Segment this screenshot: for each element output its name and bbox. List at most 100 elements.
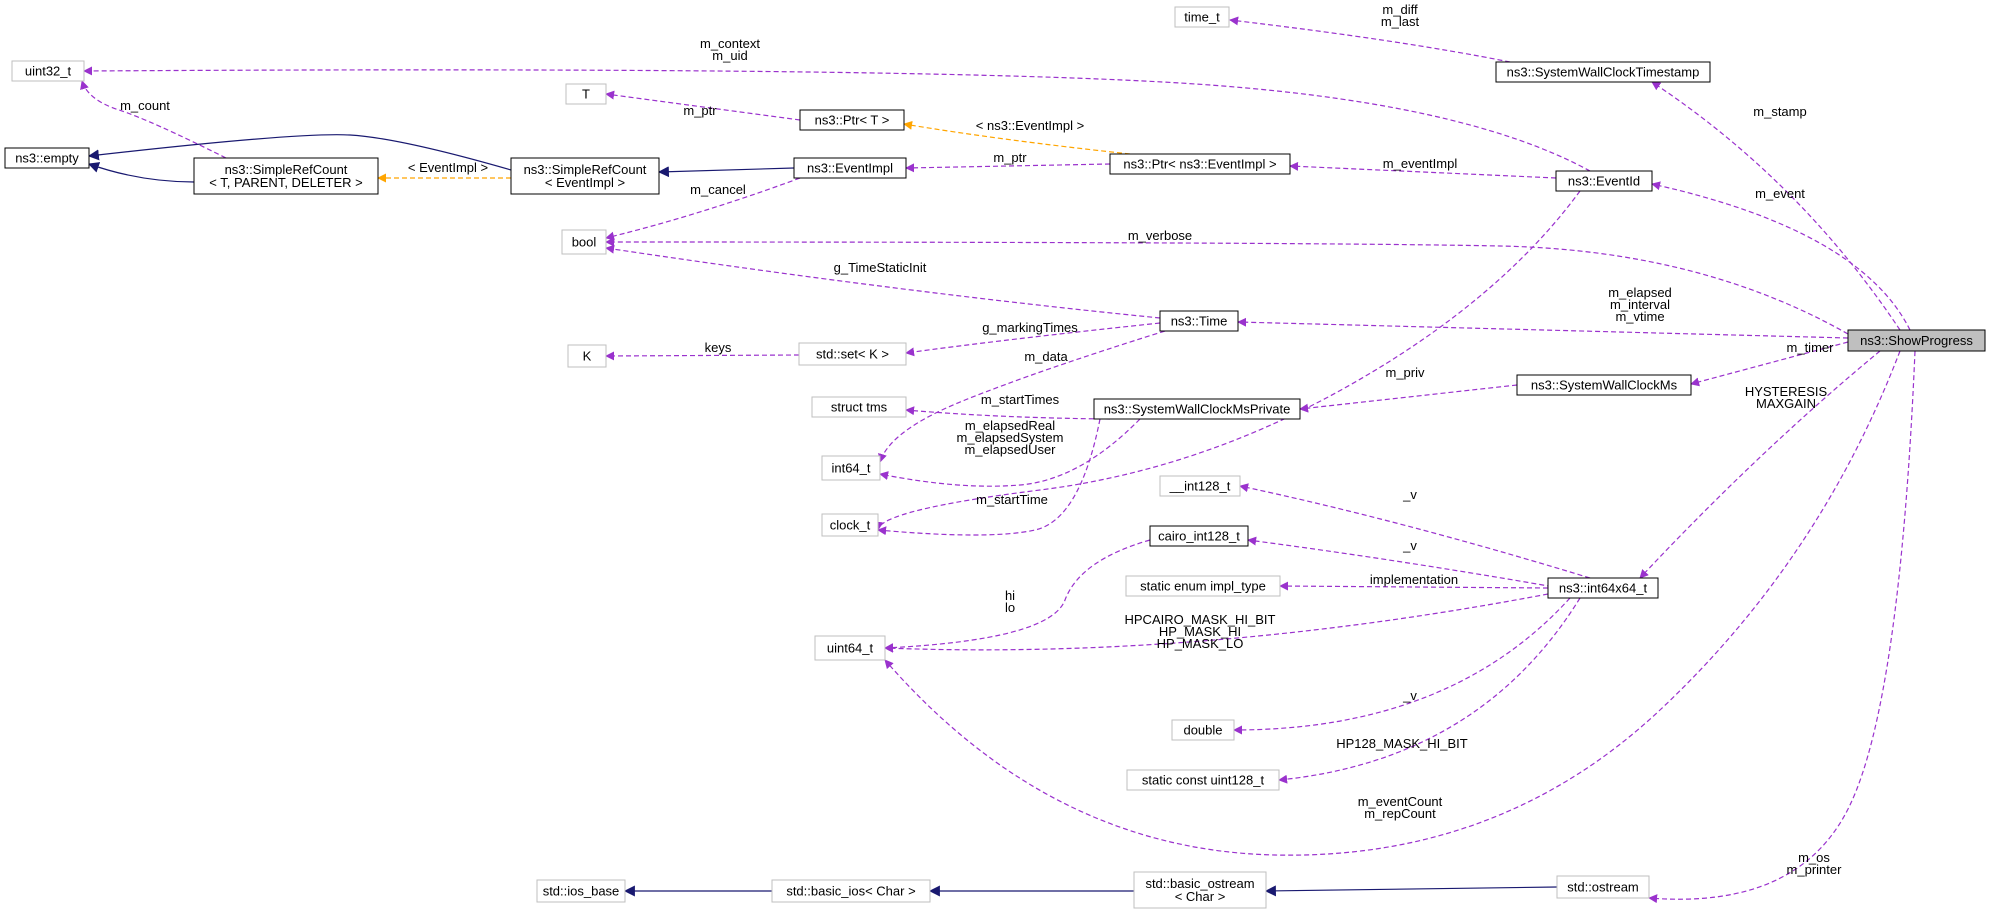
edge-label: m_startTime: [976, 492, 1048, 507]
edge-impl: [1279, 581, 1549, 591]
node-box: [1555, 170, 1653, 192]
edge-mptr: [905, 163, 1111, 173]
node-int64x64[interactable]: ns3::int64x64_t: [1547, 577, 1659, 599]
node-eventid[interactable]: ns3::EventId: [1555, 170, 1653, 192]
node-enum: static enum impl_type: [1125, 575, 1281, 597]
node-ptr-evt[interactable]: ns3::Ptr< ns3::EventImpl >: [1109, 153, 1291, 175]
node-box: [799, 109, 905, 131]
edge-label: m_vtime: [1615, 309, 1664, 324]
node-T: T: [565, 83, 607, 105]
edge-label: HPCAIRO_MASK_HI_BIT: [1125, 612, 1276, 627]
edge-label: m_stamp: [1753, 104, 1806, 119]
edge-v-int128: [1239, 483, 1591, 579]
node-label: std::basic_ostream: [1145, 876, 1254, 891]
node-label: K: [583, 349, 592, 364]
node-box: [1093, 398, 1301, 420]
node-label: ns3::int64x64_t: [1559, 581, 1648, 596]
node-ostream: std::ostream: [1556, 875, 1650, 899]
node-label: bool: [572, 235, 597, 250]
edge-mcancel: [605, 177, 801, 241]
node-box: [567, 344, 607, 368]
node-box: [1516, 374, 1692, 396]
node-label: ns3::Ptr< ns3::EventImpl >: [1123, 157, 1276, 172]
node-ns3time[interactable]: ns3::Time: [1159, 310, 1239, 332]
edge-v-double: [1233, 597, 1571, 735]
node-structtms: struct tms: [811, 396, 907, 418]
edge-label: HP128_MASK_HI_BIT: [1336, 736, 1468, 751]
edge-mos: [1648, 350, 1916, 904]
node-label: std::ios_base: [543, 884, 620, 899]
node-label: uint64_t: [827, 641, 874, 656]
node-label: ns3::SystemWallClockMsPrivate: [1104, 402, 1291, 417]
node-label: __int128_t: [1169, 479, 1231, 494]
edge-mts: [874, 190, 1581, 531]
node-empty[interactable]: ns3::empty: [4, 147, 90, 169]
edge-label: _v: [1402, 487, 1417, 502]
node-ios-base: std::ios_base: [536, 879, 626, 903]
node-src-tpl[interactable]: ns3::SimpleRefCount< T, PARENT, DELETER …: [193, 157, 379, 195]
node-uint64: uint64_t: [814, 635, 886, 661]
node-swct[interactable]: ns3::SystemWallClockTimestamp: [1495, 61, 1711, 83]
edge-mptrT: [605, 90, 801, 121]
edge-label: m_os: [1798, 850, 1830, 865]
node-swcmp[interactable]: ns3::SystemWallClockMsPrivate: [1093, 398, 1301, 420]
edge-label: m_eventCount: [1358, 794, 1443, 809]
node-box: [561, 229, 607, 255]
edge-inh-empty-1: [87, 134, 512, 171]
node-K: K: [567, 344, 607, 368]
node-label: ns3::Ptr< T >: [815, 113, 890, 128]
edge-keys: [605, 351, 800, 361]
node-box: [771, 879, 931, 903]
edge-label: m_diff: [1382, 2, 1418, 17]
node-swcm[interactable]: ns3::SystemWallClockMs: [1516, 374, 1692, 396]
node-set-K: std::set< K >: [798, 342, 907, 366]
edge-label: lo: [1005, 600, 1015, 615]
node-box: [536, 879, 626, 903]
edge-label: m_printer: [1787, 862, 1843, 877]
node-box: [814, 635, 886, 661]
node-ptr-T[interactable]: ns3::Ptr< T >: [799, 109, 905, 131]
edge-label: m_data: [1024, 349, 1068, 364]
edge-label: g_markingTimes: [982, 320, 1078, 335]
node-bool: bool: [561, 229, 607, 255]
edge-label: m_context: [700, 36, 760, 51]
edge-label: HYSTERESIS: [1745, 384, 1828, 399]
edge-gtsi: [605, 244, 1161, 319]
edge-mstarttime: [877, 418, 1101, 536]
node-basic-ostream: std::basic_ostream< Char >: [1133, 871, 1267, 909]
node-label: std::ostream: [1567, 880, 1639, 895]
edges-layer: [80, 16, 1916, 904]
node-box: [1171, 719, 1235, 741]
node-label: ns3::SystemWallClockTimestamp: [1507, 65, 1700, 80]
node-box: [798, 342, 907, 366]
edge-label: m_interval: [1610, 297, 1670, 312]
node-label: cairo_int128_t: [1158, 529, 1240, 544]
edge-melapsed: [1237, 317, 1849, 339]
node-cairo[interactable]: cairo_int128_t: [1149, 525, 1249, 547]
node-box: [1149, 525, 1249, 547]
edge-label: m_ptr: [683, 103, 717, 118]
node-src-evt[interactable]: ns3::SimpleRefCount< EventImpl >: [510, 157, 660, 195]
edge-mcount: [80, 80, 227, 159]
node-eventimpl[interactable]: ns3::EventImpl: [793, 157, 907, 179]
node-box: [1847, 329, 1986, 352]
edge-label: MAXGAIN: [1756, 396, 1816, 411]
node-box: [565, 83, 607, 105]
node-box: [193, 157, 379, 195]
node-int128: __int128_t: [1159, 475, 1241, 497]
edge-mverbose: [605, 237, 1849, 335]
node-label: static const uint128_t: [1142, 773, 1265, 788]
node-int64: int64_t: [821, 455, 881, 481]
edge-label: m_verbose: [1128, 228, 1192, 243]
node-box: [1159, 475, 1241, 497]
edge-label: m_priv: [1385, 365, 1425, 380]
edge-label: m_uid: [712, 48, 747, 63]
edge-label: < EventImpl >: [408, 160, 488, 175]
node-showprog[interactable]: ns3::ShowProgress: [1847, 329, 1986, 352]
node-box: [1495, 61, 1711, 83]
node-label: T: [582, 87, 590, 102]
node-box: [510, 157, 660, 195]
edge-hyst: [1639, 350, 1881, 579]
edge-meventcount: [884, 350, 1901, 856]
